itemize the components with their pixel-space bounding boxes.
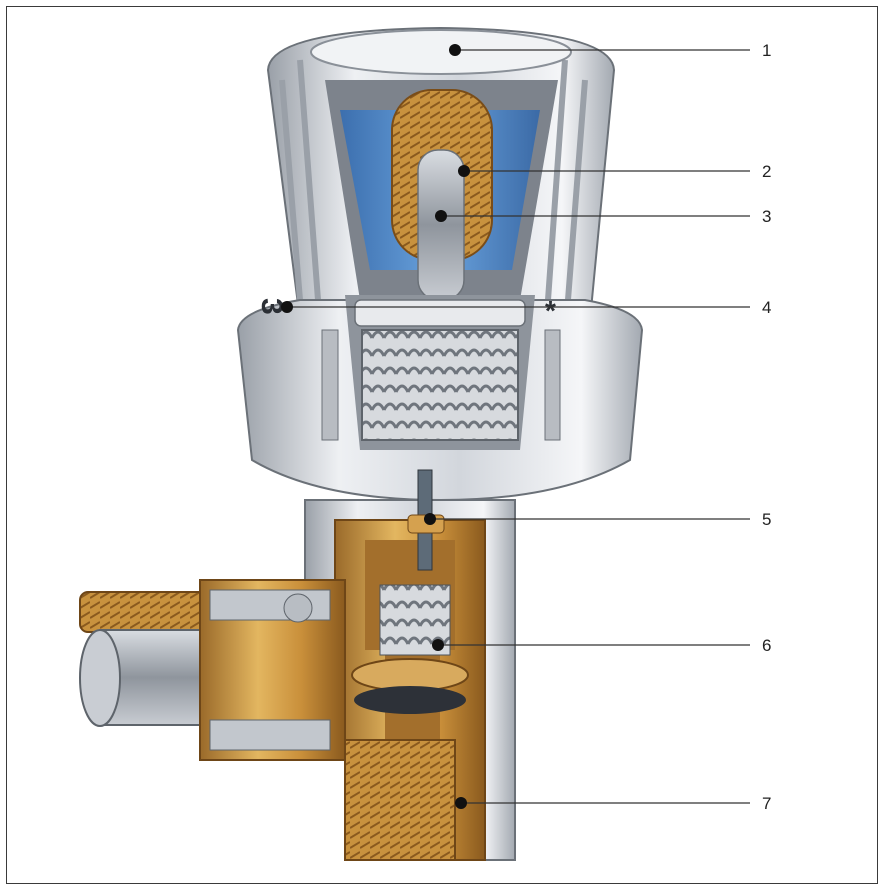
inlet-union [79,579,346,761]
return-spring [361,329,519,441]
callout-number-6: 6 [762,636,771,655]
callouts: 1 2 3 4 5 6 7 [281,41,771,813]
valve-seal [354,686,466,714]
callout-6: 6 [432,636,771,655]
callout-5: 5 [424,510,771,529]
callout-number-4: 4 [762,298,771,317]
callout-4: 4 [281,298,771,317]
plunger [417,149,465,301]
dial-marks: 3 * [255,295,556,326]
callout-number-1: 1 [762,41,771,60]
callout-number-2: 2 [762,162,771,181]
callout-number-5: 5 [762,510,771,529]
callout-1: 1 [449,41,771,60]
dial-mark-star: * [545,295,556,326]
callout-number-3: 3 [762,207,771,226]
outlet-thread [344,739,456,861]
callout-2: 2 [458,162,771,181]
callout-7: 7 [455,794,771,813]
valve-body [304,469,516,861]
callout-3: 3 [435,207,771,226]
callout-number-7: 7 [762,794,771,813]
head-cutaway [321,80,561,450]
union-nut [199,579,346,761]
dial-mark-3: 3 [255,298,288,315]
